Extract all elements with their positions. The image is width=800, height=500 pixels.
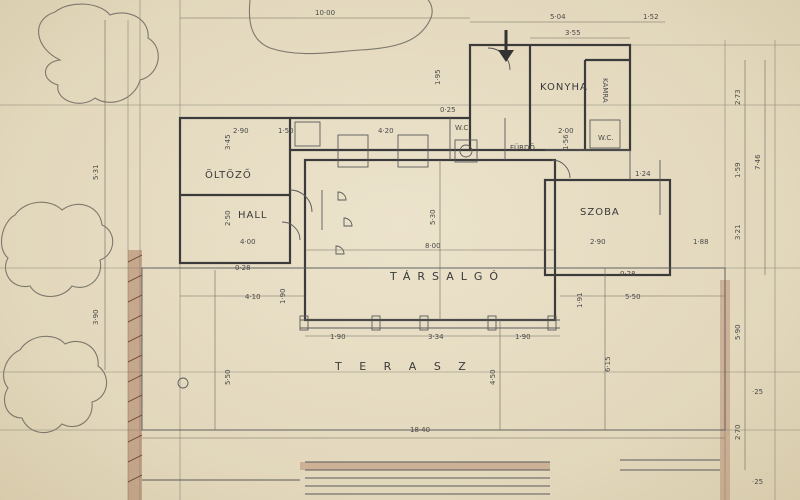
dim-right-vertical-c: 3·21 <box>734 224 742 240</box>
dim-right-vertical-f: 2·70 <box>734 424 742 440</box>
room-label-oltozo: ÖLTÖZŐ <box>205 167 252 181</box>
room-label-wc-left: W.C. <box>455 124 470 132</box>
room-label-az: FÜRDŐ <box>510 143 535 152</box>
dim-right-vertical-d: 7·46 <box>754 154 762 170</box>
dim-right-vertical-b: 1·59 <box>734 162 742 178</box>
hatched-walls <box>127 250 730 500</box>
dim-left-vertical-upper: 5·31 <box>92 164 100 180</box>
dim-lower-left-a: 0·28 <box>235 264 251 272</box>
room-label-szoba: SZOBA <box>580 207 620 218</box>
dim-left-vertical-lower: 3·90 <box>92 309 100 325</box>
terrace-outline <box>141 267 726 495</box>
dim-szoba-width: 2·90 <box>590 238 606 246</box>
dim-top-right2: 1·52 <box>643 13 659 21</box>
room-label-terasz: T E R A S Z <box>334 360 473 373</box>
dim-terrace-height-left: 5·50 <box>224 369 232 385</box>
dim-right-vertical-a: 2·73 <box>734 89 742 105</box>
room-label-tarsalgo: TÁRSALGÓ <box>389 270 505 283</box>
dim-lower-left-c: 1·90 <box>279 288 287 304</box>
dim-center-width: 8·00 <box>425 242 441 250</box>
dim-kitchen-width: 3·55 <box>565 29 581 37</box>
dim-front-c: 1·90 <box>515 333 531 341</box>
tree-top-left <box>38 3 159 104</box>
dim-right-vertical-e: 5·90 <box>734 324 742 340</box>
dim-top-right: 5·04 <box>550 13 566 21</box>
room-labels: KONYHA ÖLTÖZŐ HALL SZOBA TÁRSALGÓ T E R … <box>205 78 620 373</box>
dim-small-f: ·25 <box>752 388 763 396</box>
tree-left-middle <box>0 201 114 298</box>
dim-total-width: 18·40 <box>410 426 430 434</box>
tree-top-center <box>248 0 433 55</box>
entrance-arrow-icon <box>498 30 514 62</box>
dim-szoba-dim: 1·88 <box>693 238 709 246</box>
dim-small-d: 1·56 <box>562 134 570 150</box>
dim-right-c: 1·91 <box>576 292 584 308</box>
dim-oltozo-width: 2·90 <box>233 127 249 135</box>
room-label-konyha: KONYHA <box>540 82 588 93</box>
dim-small-e: 1·24 <box>635 170 651 178</box>
dim-small-a: 0·25 <box>440 106 456 114</box>
dim-small-c: 2·00 <box>558 127 574 135</box>
dimension-labels: 10·00 5·04 1·52 3·55 5·31 3·90 2·90 3·45… <box>92 9 763 486</box>
dim-front-b: 3·34 <box>428 333 444 341</box>
dim-terrace-depth-b: 6·15 <box>604 356 612 372</box>
dim-small-b: 1·95 <box>434 69 442 85</box>
dim-right-a: 0·28 <box>620 270 636 278</box>
room-label-wc-right: W.C. <box>598 134 613 142</box>
dim-terrace-depth-a: 4·50 <box>489 369 497 385</box>
room-label-kamra: KAMRA <box>601 78 609 103</box>
room-label-hall: HALL <box>238 210 268 221</box>
dim-wc-width: 1·50 <box>278 127 294 135</box>
dim-top-overall: 10·00 <box>315 9 335 17</box>
dim-hall-height: 2·50 <box>224 210 232 226</box>
tree-left-bottom <box>3 335 108 434</box>
dim-small-g: ·25 <box>752 478 763 486</box>
furniture <box>281 47 661 255</box>
dim-center-height: 5·30 <box>429 209 437 225</box>
dim-hall-width: 4·00 <box>240 238 256 246</box>
dimension-lines <box>104 17 766 470</box>
dim-top-center: 4·20 <box>378 127 394 135</box>
dim-lower-left-b: 4·10 <box>245 293 261 301</box>
dim-front-a: 1·90 <box>330 333 346 341</box>
dim-right-b: 5·50 <box>625 293 641 301</box>
dim-oltozo-height: 3·45 <box>224 134 232 150</box>
